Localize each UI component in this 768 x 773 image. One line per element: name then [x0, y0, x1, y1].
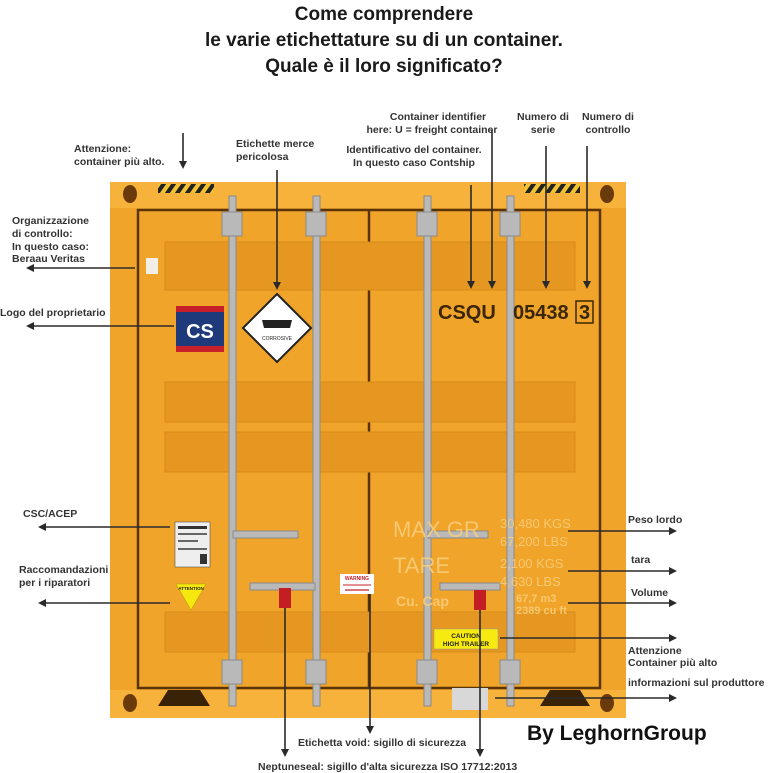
label-numero-controllo: Numero di — [582, 111, 634, 123]
tare-kgs: 2,100 KGS — [500, 556, 564, 571]
svg-text:In questo caso:: In questo caso: — [12, 241, 89, 253]
caution-high-trailer-label: CAUTION HIGH TRAILER — [433, 628, 499, 650]
label-attenzione-top: Attenzione: — [74, 143, 131, 155]
label-etichette-merce: Etichette merce — [236, 138, 314, 150]
check-digit: 3 — [579, 302, 590, 324]
inspection-label — [146, 258, 158, 274]
svg-text:container più alto.: container più alto. — [74, 156, 165, 168]
svg-text:Container più alto: Container più alto — [628, 657, 717, 669]
corner-casting — [600, 185, 614, 203]
svg-text:controllo: controllo — [586, 124, 631, 136]
max-gr-label: MAX GR — [393, 517, 480, 542]
hazard-stripes — [524, 184, 580, 193]
corner-casting — [600, 694, 614, 712]
neptuneseal-seal — [279, 588, 291, 608]
tare-label: TARE — [393, 553, 450, 578]
label-produttore: informazioni sul produttore — [628, 677, 765, 689]
svg-text:serie: serie — [531, 124, 556, 136]
svg-text:di controllo:: di controllo: — [12, 228, 73, 240]
manufacturer-plate — [452, 688, 488, 710]
label-neptuneseal: Neptuneseal: sigillo d'alta sicurezza IS… — [258, 761, 517, 773]
hazard-label-corrosive: CORROSIVE — [241, 292, 313, 364]
max-gr-kgs: 30,480 KGS — [500, 516, 571, 531]
label-peso-lordo: Peso lordo — [628, 514, 682, 526]
label-raccomandazioni: Raccomandazioni — [19, 564, 108, 576]
svg-text:CAUTION: CAUTION — [451, 633, 481, 640]
serial-number: 05438 — [513, 302, 569, 324]
svg-text:WARNING: WARNING — [345, 576, 369, 582]
max-gr-lbs: 67,200 LBS — [500, 534, 568, 549]
attention-triangle: ATTENTION — [175, 583, 207, 611]
svg-text:HIGH TRAILER: HIGH TRAILER — [443, 641, 490, 648]
label-container-identifier: Container identifier — [390, 111, 486, 123]
owner-logo: CS — [176, 306, 224, 352]
owner-code: CSQU — [438, 302, 496, 324]
capacity-m3: 67,7 m3 — [516, 593, 556, 605]
tare-lbs: 4,630 LBS — [500, 574, 561, 589]
container-doors: CS CORROSIVE CSQU 05438 3 MAX GR TARE Cu… — [110, 182, 626, 718]
label-tara: tara — [631, 554, 650, 566]
capacity-cuft: 2389 cu ft — [516, 605, 567, 617]
cu-cap-label: Cu. Cap — [396, 593, 449, 609]
svg-text:In questo caso Contship: In questo caso Contship — [353, 157, 475, 169]
svg-text:Beraau Veritas: Beraau Veritas — [12, 253, 85, 265]
svg-text:pericolosa: pericolosa — [236, 151, 289, 163]
callout-labels: Attenzione: container più alto. Organizz… — [0, 111, 765, 773]
label-csc: CSC/ACEP — [23, 508, 77, 520]
title-line-1: Come comprendere — [295, 4, 473, 25]
corner-casting — [123, 185, 137, 203]
label-logo-proprietario: Logo del proprietario — [0, 307, 106, 319]
label-volume: Volume — [631, 587, 668, 599]
svg-text:ATTENTION: ATTENTION — [178, 586, 203, 591]
title-line-2: le varie etichettature su di un containe… — [205, 30, 563, 51]
callout-arrows — [26, 130, 677, 757]
locking-rods — [221, 195, 521, 707]
neptuneseal-seal — [474, 590, 486, 610]
title: Come comprendere le varie etichettature … — [205, 4, 563, 77]
label-organizzazione: Organizzazione — [12, 215, 89, 227]
void-warning-label: WARNING — [340, 574, 374, 594]
csc-plate — [174, 521, 211, 568]
hazard-stripes — [158, 184, 214, 193]
corner-casting — [123, 694, 137, 712]
footer-credit: By LeghornGroup — [527, 722, 707, 745]
label-numero-serie: Numero di — [517, 111, 569, 123]
label-identificativo: Identificativo del container. — [346, 144, 481, 156]
label-attenzione-alto: Attenzione — [628, 645, 682, 657]
svg-text:per i riparatori: per i riparatori — [19, 577, 90, 589]
label-etichetta-void: Etichetta void: sigillo di sicurezza — [298, 737, 466, 749]
svg-text:CORROSIVE: CORROSIVE — [262, 336, 293, 342]
svg-text:CS: CS — [186, 321, 214, 343]
title-line-3: Quale è il loro significato? — [265, 56, 503, 77]
svg-text:here: U = freight container: here: U = freight container — [367, 124, 498, 136]
